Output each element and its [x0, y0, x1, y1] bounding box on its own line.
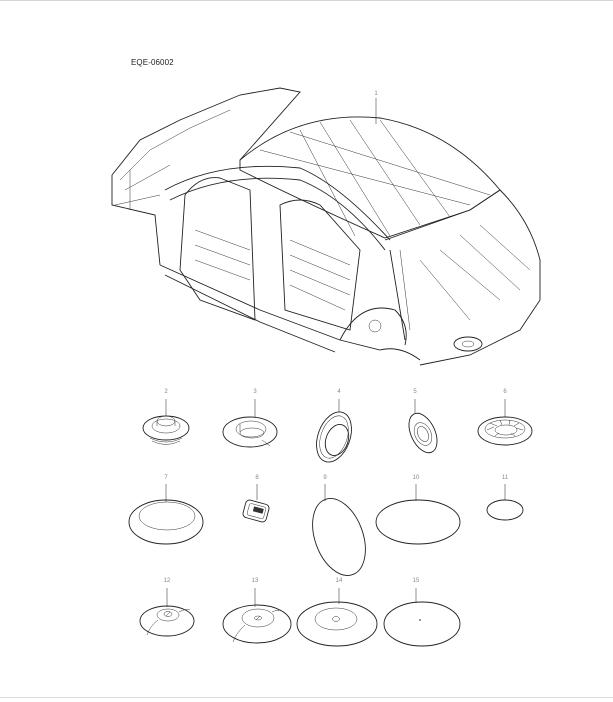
callout-6: 6 [503, 389, 507, 395]
part-9-tilted-oval-patch [312, 484, 366, 576]
part-13-round-plug-cross-large [222, 588, 292, 644]
callout-11: 11 [501, 475, 509, 481]
callout-3: 3 [253, 389, 257, 395]
callout-14: 14 [335, 578, 343, 584]
part-8-square-clip [242, 484, 270, 523]
part-11-small-oval-patch [486, 484, 524, 521]
part-12-round-plug-cross [139, 588, 195, 637]
part-2-stepped-plug [142, 399, 190, 445]
part-5-tilted-small-plug [408, 399, 438, 454]
diagram-code: EQE-06002 [131, 58, 174, 67]
callout-5: 5 [413, 389, 417, 395]
callout-8: 8 [255, 475, 259, 481]
callout-4: 4 [337, 389, 341, 395]
top-border [0, 0, 613, 1]
bottom-border [0, 697, 613, 698]
part-3-wide-flange-grommet [222, 399, 278, 448]
part-10-large-oval-patch [375, 484, 461, 545]
callout-15: 15 [412, 578, 420, 584]
part-6-slotted-grommet [477, 399, 533, 446]
vehicle-body-illustration [111, 87, 541, 366]
callout-13: 13 [251, 578, 259, 584]
callout-9: 9 [323, 475, 327, 481]
callout-7: 7 [164, 475, 168, 481]
part-4-tilted-cap-plug [316, 399, 352, 463]
callout-2: 2 [164, 389, 168, 395]
part-15-round-disc [383, 588, 461, 647]
callout-12: 12 [163, 578, 171, 584]
callout-1: 1 [374, 91, 378, 97]
callout-10: 10 [412, 475, 420, 481]
part-7-oval-ring-plug [128, 484, 204, 545]
part-14-round-plug-dot [296, 588, 378, 647]
